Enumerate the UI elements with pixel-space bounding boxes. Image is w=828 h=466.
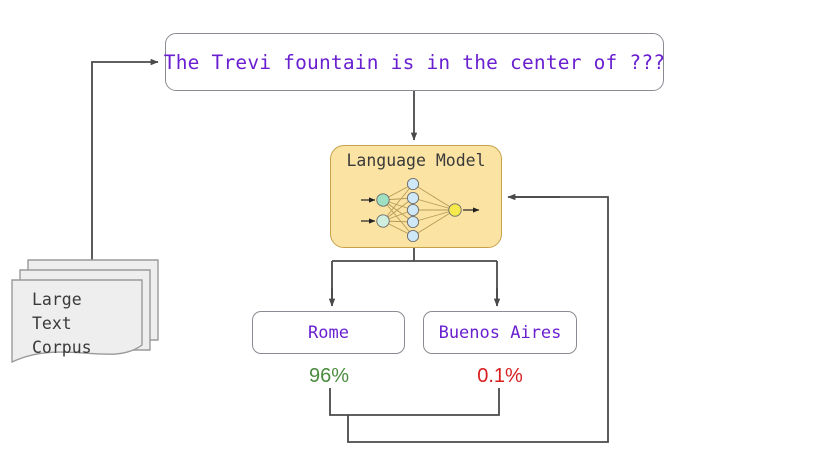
prompt-text: The Trevi fountain is in the center of ?…: [163, 50, 666, 74]
neural-network-icon: [361, 177, 480, 243]
language-model-box[interactable]: Language Model: [330, 145, 502, 248]
output-label: Buenos Aires: [438, 322, 562, 343]
edge-feedback-loop: [329, 196, 609, 443]
corpus-label: Large Text Corpus: [32, 290, 92, 357]
corpus-sheet-front: [11, 279, 143, 364]
prompt-box[interactable]: The Trevi fountain is in the center of ?…: [163, 33, 666, 91]
edge-corpus-to-prompt: [91, 58, 159, 266]
probability-rome: 96%: [308, 365, 350, 387]
output-box-rome[interactable]: Rome: [252, 311, 405, 354]
probability-buenos-aires: 0.1%: [477, 365, 523, 387]
output-label: Rome: [308, 322, 349, 343]
language-model-title: Language Model: [346, 151, 486, 170]
output-box-buenos-aires[interactable]: Buenos Aires: [423, 311, 577, 354]
edge-model-to-answers: [331, 248, 498, 305]
